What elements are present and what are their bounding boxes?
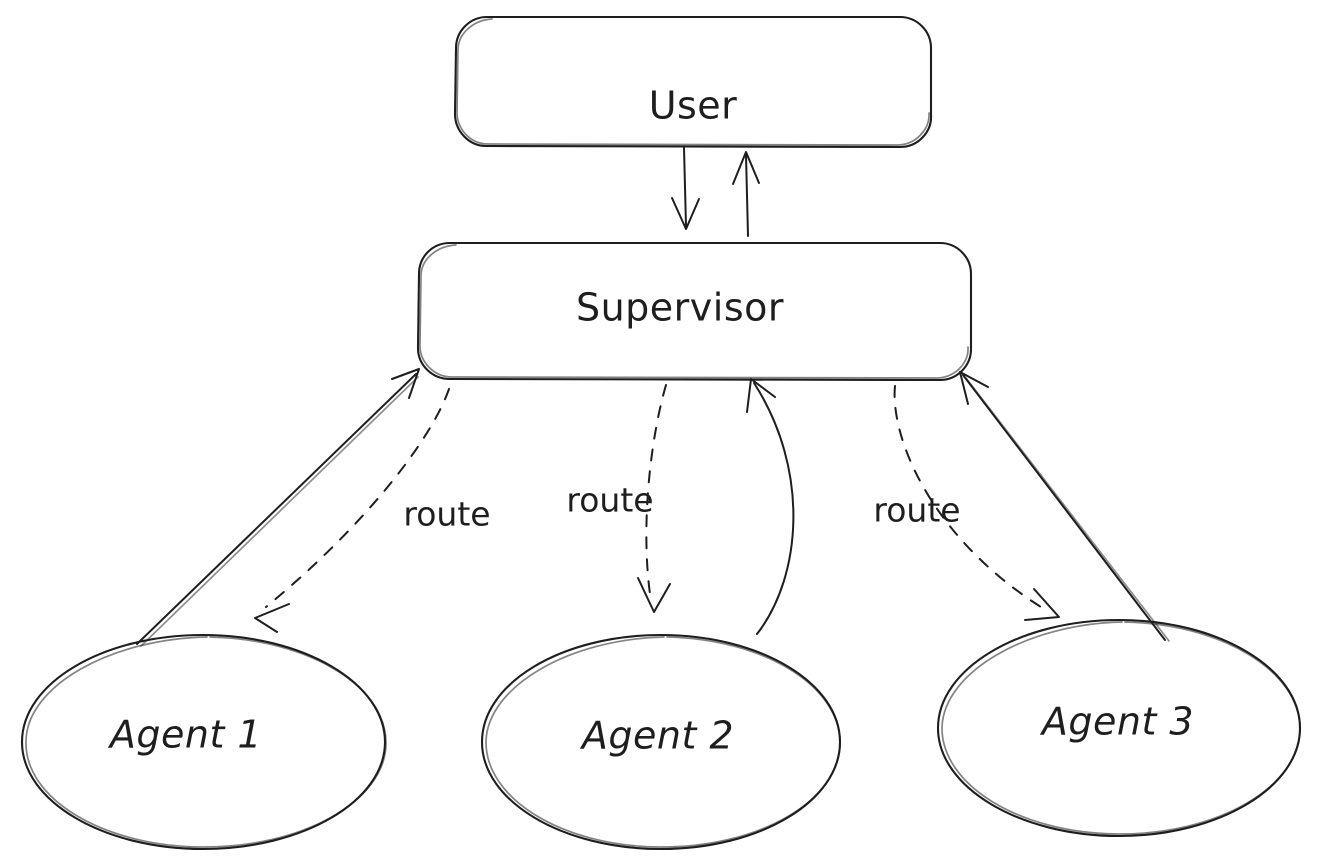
agent1-to-supervisor-line	[136, 373, 417, 645]
edge-supervisor-to-agent1[interactable]: route	[254, 388, 491, 633]
edge-user-to-supervisor[interactable]	[671, 147, 700, 230]
agent3-to-supervisor-line-sketch	[965, 377, 1170, 642]
agent3-to-supervisor-line	[962, 374, 1166, 641]
edge-agent2-to-supervisor[interactable]	[746, 378, 795, 635]
agent3-ellipse-outline-sketch	[941, 621, 1301, 835]
agent3-label: Agent 3	[1039, 700, 1194, 744]
edge-label-route-middle: route	[566, 481, 653, 520]
agent1-ellipse-outline-sketch	[25, 636, 387, 848]
supervisor-to-agent3-arrowhead	[1024, 588, 1060, 621]
node-agent3[interactable]: Agent 3	[936, 618, 1302, 838]
node-agent2[interactable]: Agent 2	[480, 633, 842, 851]
edge-agent3-to-supervisor[interactable]	[959, 371, 1170, 642]
supervisor-to-agent3-line	[893, 385, 1050, 613]
agent1-to-supervisor-line-sketch	[140, 376, 419, 647]
supervisor-to-agent1-arrowhead	[254, 603, 290, 633]
edge-label-route-left: route	[403, 495, 490, 534]
agent1-to-supervisor-arrowhead	[391, 368, 420, 399]
edge-supervisor-to-user[interactable]	[732, 151, 760, 237]
user-box-outline-sketch	[456, 18, 930, 146]
agent2-label: Agent 2	[579, 714, 734, 758]
agent1-label: Agent 1	[107, 713, 262, 757]
user-label: User	[649, 84, 738, 128]
node-agent1[interactable]: Agent 1	[20, 633, 387, 851]
agent2-ellipse-outline-sketch	[485, 636, 841, 848]
supervisor-to-user-arrowhead	[732, 151, 760, 185]
agent2-to-supervisor-line	[753, 382, 795, 635]
edge-supervisor-to-agent3[interactable]: route	[873, 385, 1060, 621]
node-user[interactable]: User	[453, 15, 933, 149]
user-to-supervisor-arrowhead	[671, 197, 700, 230]
user-to-supervisor-line	[683, 147, 687, 227]
supervisor-to-agent2-arrowhead	[637, 577, 671, 613]
user-box-outline	[453, 15, 933, 149]
supervisor-to-user-line	[745, 154, 749, 237]
edge-supervisor-to-agent2[interactable]: route	[566, 384, 671, 613]
agent2-to-supervisor-arrowhead	[746, 378, 776, 413]
supervisor-to-agent2-line	[645, 384, 667, 602]
edge-label-route-right: route	[873, 491, 960, 530]
supervisor-box-outline	[416, 241, 973, 382]
supervisor-label: Supervisor	[576, 286, 784, 330]
supervisor-to-agent1-line	[265, 388, 450, 608]
node-supervisor[interactable]: Supervisor	[416, 241, 973, 382]
edge-agent1-to-supervisor[interactable]	[136, 368, 420, 647]
supervisor-box-outline-sketch	[419, 244, 969, 379]
agent3-to-supervisor-arrowhead	[959, 371, 989, 405]
